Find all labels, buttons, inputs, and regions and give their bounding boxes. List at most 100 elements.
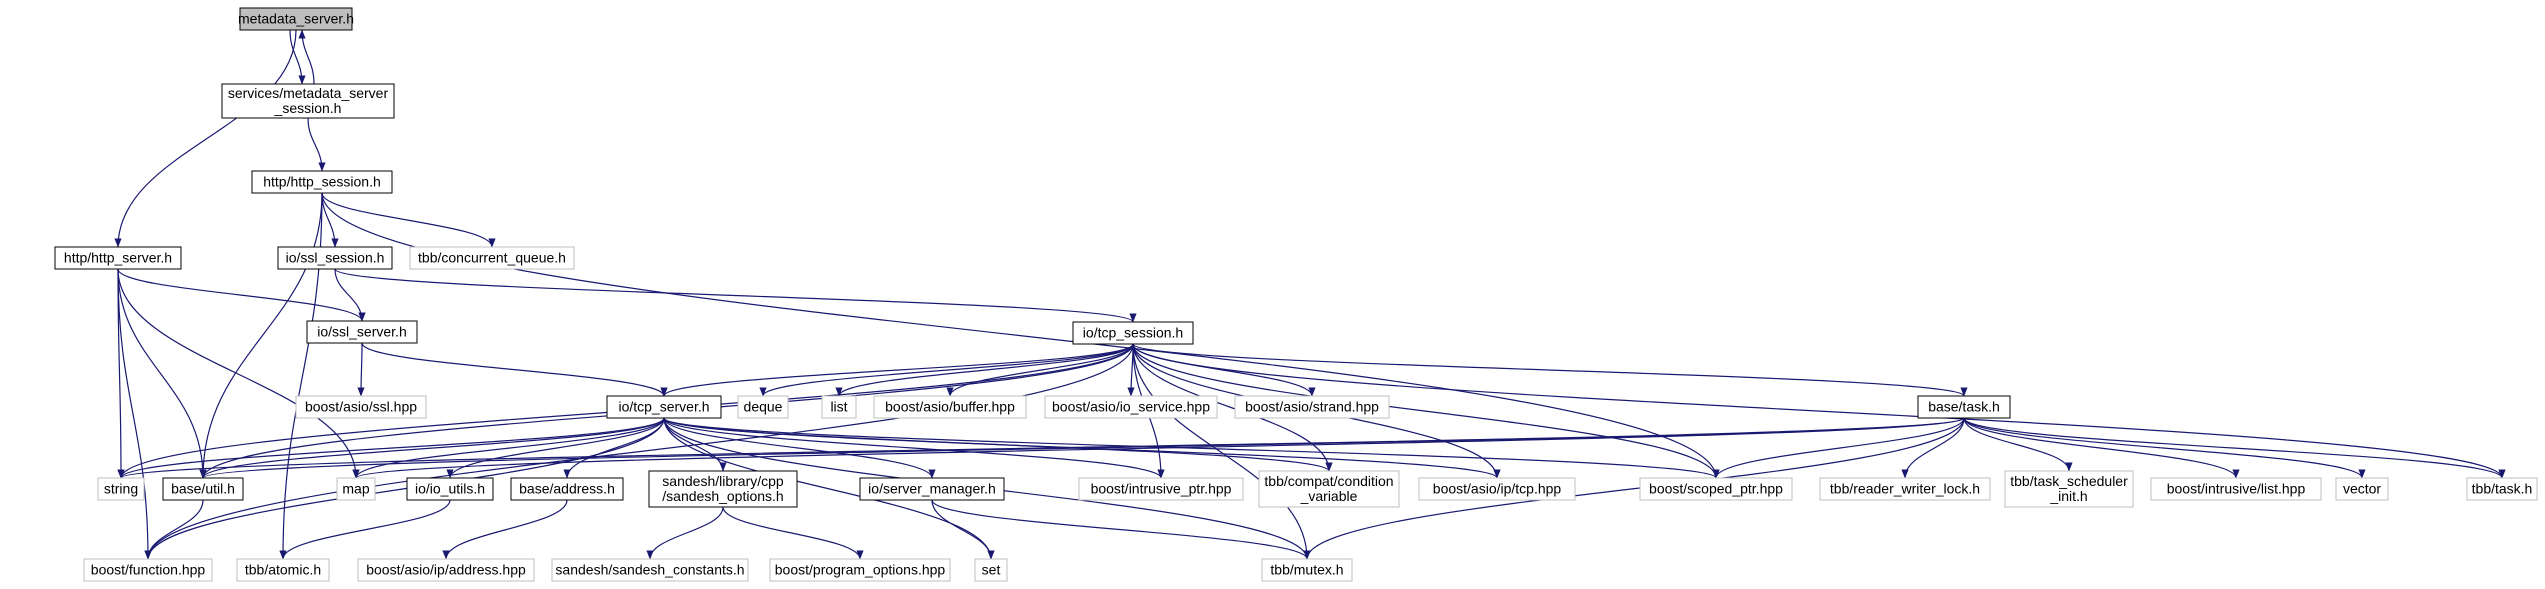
edge-base_task_h-to-reader_writer_lock_h — [1901, 417, 1965, 479]
edge-metadata_server_session_h-to-metadata_server_h — [298, 29, 315, 85]
node-label-program_options_hpp: boost/program_options.hpp — [775, 562, 946, 578]
node-server_manager_h[interactable]: io/server_manager.h — [859, 477, 1005, 501]
node-concurrent_queue_h: tbb/concurrent_queue.h — [409, 246, 575, 270]
edge-tcp_session_h-to-boost_function_hpp — [144, 343, 1134, 560]
node-box-asio_buffer_hpp — [873, 395, 1027, 419]
node-metadata_server_session_h[interactable]: services/metadata_server_session.h — [221, 83, 395, 119]
node-label-asio_io_service_hpp: boost/asio/io_service.hpp — [1052, 399, 1210, 415]
node-http_server_h[interactable]: http/http_server.h — [54, 246, 182, 270]
edge-base_task_h-to-tbb_mutex_h — [1303, 417, 1965, 560]
node-box-http_server_h — [54, 246, 182, 270]
node-asio_buffer_hpp: boost/asio/buffer.hpp — [873, 395, 1027, 419]
node-label-tcp_session_h: io/tcp_session.h — [1083, 325, 1183, 341]
node-box-set — [974, 558, 1008, 582]
node-label-sandesh_constants_h: sandesh/sandesh_constants.h — [555, 562, 744, 578]
node-asio_ip_address_hpp: boost/asio/ip/address.hpp — [357, 558, 535, 582]
node-box-base_address_h — [510, 477, 624, 501]
node-box-io_utils_h — [406, 477, 494, 501]
node-ssl_session_h[interactable]: io/ssl_session.h — [277, 246, 393, 270]
edge-base_task_h-to-scoped_ptr_hpp — [1712, 417, 1965, 479]
edge-tcp_server_h-to-server_manager_h — [663, 417, 936, 479]
node-sandesh_options_h[interactable]: sandesh/library/cpp/sandesh_options.h — [648, 470, 798, 508]
node-label-ssl_server_h: io/ssl_server.h — [317, 324, 406, 340]
edge-base_address_h-to-asio_ip_address_hpp — [442, 499, 568, 560]
node-map: map — [336, 477, 376, 501]
edge-ssl_session_h-to-tcp_session_h — [334, 268, 1137, 323]
node-label-asio_ip_address_hpp: boost/asio/ip/address.hpp — [366, 562, 526, 578]
edge-http_session_h-to-concurrent_queue_h — [321, 192, 496, 248]
node-label-task_scheduler_init_h: tbb/task_scheduler — [2010, 473, 2128, 489]
node-box-server_manager_h — [859, 477, 1005, 501]
node-label-metadata_server_session_h: services/metadata_server — [228, 85, 389, 101]
node-label-map: map — [342, 481, 369, 497]
edge-base_task_h-to-base_util_h — [199, 417, 1965, 479]
edge-server_manager_h-to-set — [931, 499, 995, 560]
node-box-string — [97, 477, 145, 501]
node-label-ssl_session_h: io/ssl_session.h — [286, 250, 385, 266]
node-metadata_server_h: metadata_server.h — [238, 7, 354, 31]
edge-base_task_h-to-task_scheduler_init_h — [1963, 417, 2073, 472]
node-label-reader_writer_lock_h: tbb/reader_writer_lock.h — [1830, 481, 1980, 497]
node-label-server_manager_h: io/server_manager.h — [868, 481, 996, 497]
node-label-http_session_h: http/http_session.h — [263, 174, 381, 190]
edge-metadata_server_h-to-metadata_server_session_h — [289, 29, 306, 85]
node-box-tcp_server_h — [606, 395, 722, 419]
node-box-asio_ip_address_hpp — [357, 558, 535, 582]
edge-io_utils_h-to-tbb_atomic_h — [279, 499, 451, 560]
node-tcp_server_h[interactable]: io/tcp_server.h — [606, 395, 722, 419]
node-scoped_ptr_hpp: boost/scoped_ptr.hpp — [1639, 477, 1793, 501]
node-box-asio_strand_hpp — [1234, 395, 1390, 419]
edge-server_manager_h-to-tbb_mutex_h — [931, 499, 1311, 560]
edge-tcp_server_h-to-intrusive_ptr_hpp — [663, 417, 1165, 479]
edge-tcp_server_h-to-scoped_ptr_hpp — [663, 417, 1720, 479]
node-base_address_h[interactable]: base/address.h — [510, 477, 624, 501]
edge-metadata_server_h-to-http_server_h — [114, 29, 297, 248]
edge-base_task_h-to-tbb_task_h — [1963, 417, 2506, 479]
node-string: string — [97, 477, 145, 501]
node-ssl_server_h[interactable]: io/ssl_server.h — [306, 320, 418, 344]
node-tcp_session_h[interactable]: io/tcp_session.h — [1072, 321, 1194, 345]
edge-tcp_session_h-to-asio_buffer_hpp — [946, 343, 1134, 397]
edge-base_util_h-to-boost_function_hpp — [144, 499, 204, 560]
node-label-asio_strand_hpp: boost/asio/strand.hpp — [1245, 399, 1379, 415]
edge-ssl_session_h-to-ssl_server_h — [334, 268, 366, 322]
edge-http_session_h-to-scoped_ptr_hpp — [321, 192, 1720, 479]
node-box-deque — [737, 395, 789, 419]
node-label-tbb_task_h: tbb/task.h — [2472, 481, 2533, 497]
node-box-tcp_session_h — [1072, 321, 1194, 345]
node-label-asio_ssl_hpp: boost/asio/ssl.hpp — [305, 399, 417, 415]
node-box-vector — [2335, 477, 2389, 501]
node-box-reader_writer_lock_h — [1819, 477, 1991, 501]
node-label-task_scheduler_init_h: _init.h — [2049, 488, 2087, 504]
node-label-io_utils_h: io/io_utils.h — [415, 481, 485, 497]
edge-sandesh_options_h-to-program_options_hpp — [722, 506, 864, 560]
node-asio_io_service_hpp: boost/asio/io_service.hpp — [1044, 395, 1218, 419]
node-box-concurrent_queue_h — [409, 246, 575, 270]
edge-tcp_server_h-to-string — [117, 417, 665, 479]
node-label-concurrent_queue_h: tbb/concurrent_queue.h — [418, 250, 566, 266]
edge-tcp_session_h-to-tbb_task_h — [1132, 343, 2506, 479]
node-http_session_h[interactable]: http/http_session.h — [251, 170, 393, 194]
node-reader_writer_lock_h: tbb/reader_writer_lock.h — [1819, 477, 1991, 501]
node-label-set: set — [982, 562, 1001, 578]
node-box-intrusive_ptr_hpp — [1078, 477, 1244, 501]
node-base_util_h[interactable]: base/util.h — [162, 477, 244, 501]
node-label-condition_variable: _variable — [1300, 488, 1358, 504]
node-box-asio_ip_tcp_hpp — [1418, 477, 1576, 501]
node-label-base_util_h: base/util.h — [171, 481, 235, 497]
node-base_task_h[interactable]: base/task.h — [1917, 395, 2011, 419]
node-io_utils_h[interactable]: io/io_utils.h — [406, 477, 494, 501]
node-label-condition_variable: tbb/compat/condition — [1264, 473, 1393, 489]
node-set: set — [974, 558, 1008, 582]
node-label-sandesh_options_h: /sandesh_options.h — [662, 488, 783, 504]
node-label-intrusive_ptr_hpp: boost/intrusive_ptr.hpp — [1091, 481, 1232, 497]
node-box-task_scheduler_init_h — [2004, 470, 2134, 508]
node-intrusive_ptr_hpp: boost/intrusive_ptr.hpp — [1078, 477, 1244, 501]
node-box-ssl_session_h — [277, 246, 393, 270]
node-box-scoped_ptr_hpp — [1639, 477, 1793, 501]
node-label-base_address_h: base/address.h — [519, 481, 615, 497]
node-box-map — [336, 477, 376, 501]
node-box-asio_ssl_hpp — [295, 395, 427, 419]
edge-ssl_server_h-to-asio_ssl_hpp — [357, 342, 365, 397]
